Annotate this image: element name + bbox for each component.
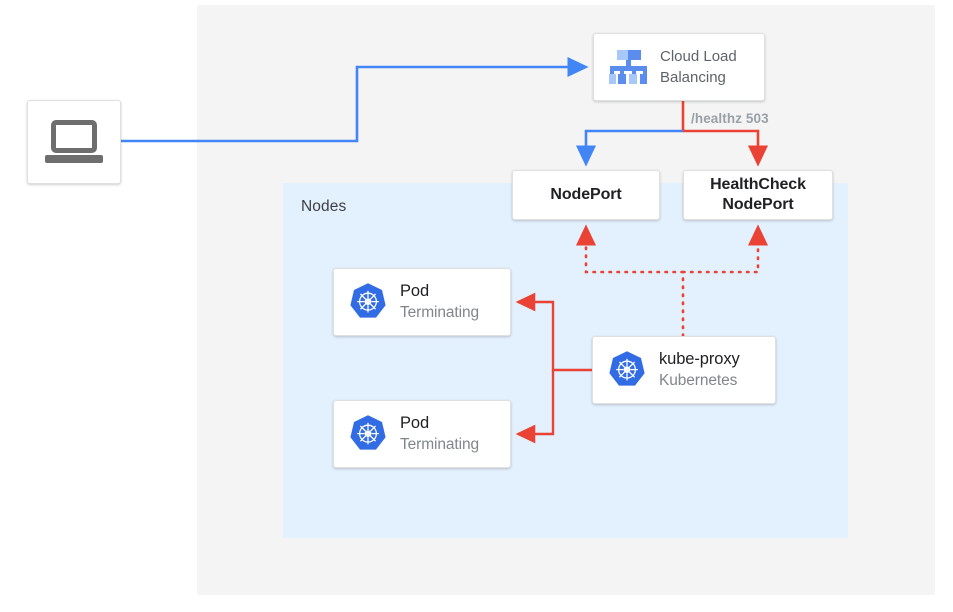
nodeport-label: NodePort	[550, 186, 622, 203]
kubernetes-icon	[609, 351, 645, 386]
pod-2-title: Pod	[400, 414, 430, 432]
nodeport-node[interactable]: NodePort	[512, 170, 660, 220]
clb-title-line-1: Cloud Load	[660, 48, 737, 65]
pod-node-1[interactable]: Pod Terminating	[333, 268, 511, 336]
nodes-panel-label: Nodes	[301, 198, 347, 215]
pod-1-title: Pod	[400, 282, 430, 300]
laptop-icon	[45, 120, 103, 164]
laptop-screen-shape	[51, 120, 97, 153]
healthcheck-nodeport-label-line-1: HealthCheck	[710, 176, 806, 193]
kube-proxy-subtitle: Kubernetes	[659, 372, 738, 389]
healthcheck-nodeport-label: HealthCheck NodePort	[710, 175, 806, 215]
cloud-load-balancing-node[interactable]: Cloud Load Balancing	[593, 33, 765, 101]
client-laptop-node[interactable]	[27, 100, 121, 184]
cloud-load-balancing-label: Cloud Load Balancing	[660, 46, 737, 88]
kubernetes-icon	[350, 415, 386, 450]
healthcheck-nodeport-node[interactable]: HealthCheck NodePort	[683, 170, 833, 220]
cloud-load-balancing-icon	[608, 50, 648, 84]
pod-node-2[interactable]: Pod Terminating	[333, 400, 511, 468]
laptop-base-shape	[45, 155, 103, 163]
healthz-edge-label: /healthz 503	[691, 111, 769, 126]
kube-proxy-node[interactable]: kube-proxy Kubernetes	[592, 336, 776, 404]
kubernetes-icon	[350, 283, 386, 318]
pod-1-subtitle: Terminating	[400, 304, 480, 321]
pod-2-subtitle: Terminating	[400, 436, 480, 453]
clb-title-line-2: Balancing	[660, 69, 726, 86]
healthcheck-nodeport-label-line-2: NodePort	[722, 196, 794, 213]
kube-proxy-title: kube-proxy	[659, 350, 740, 368]
